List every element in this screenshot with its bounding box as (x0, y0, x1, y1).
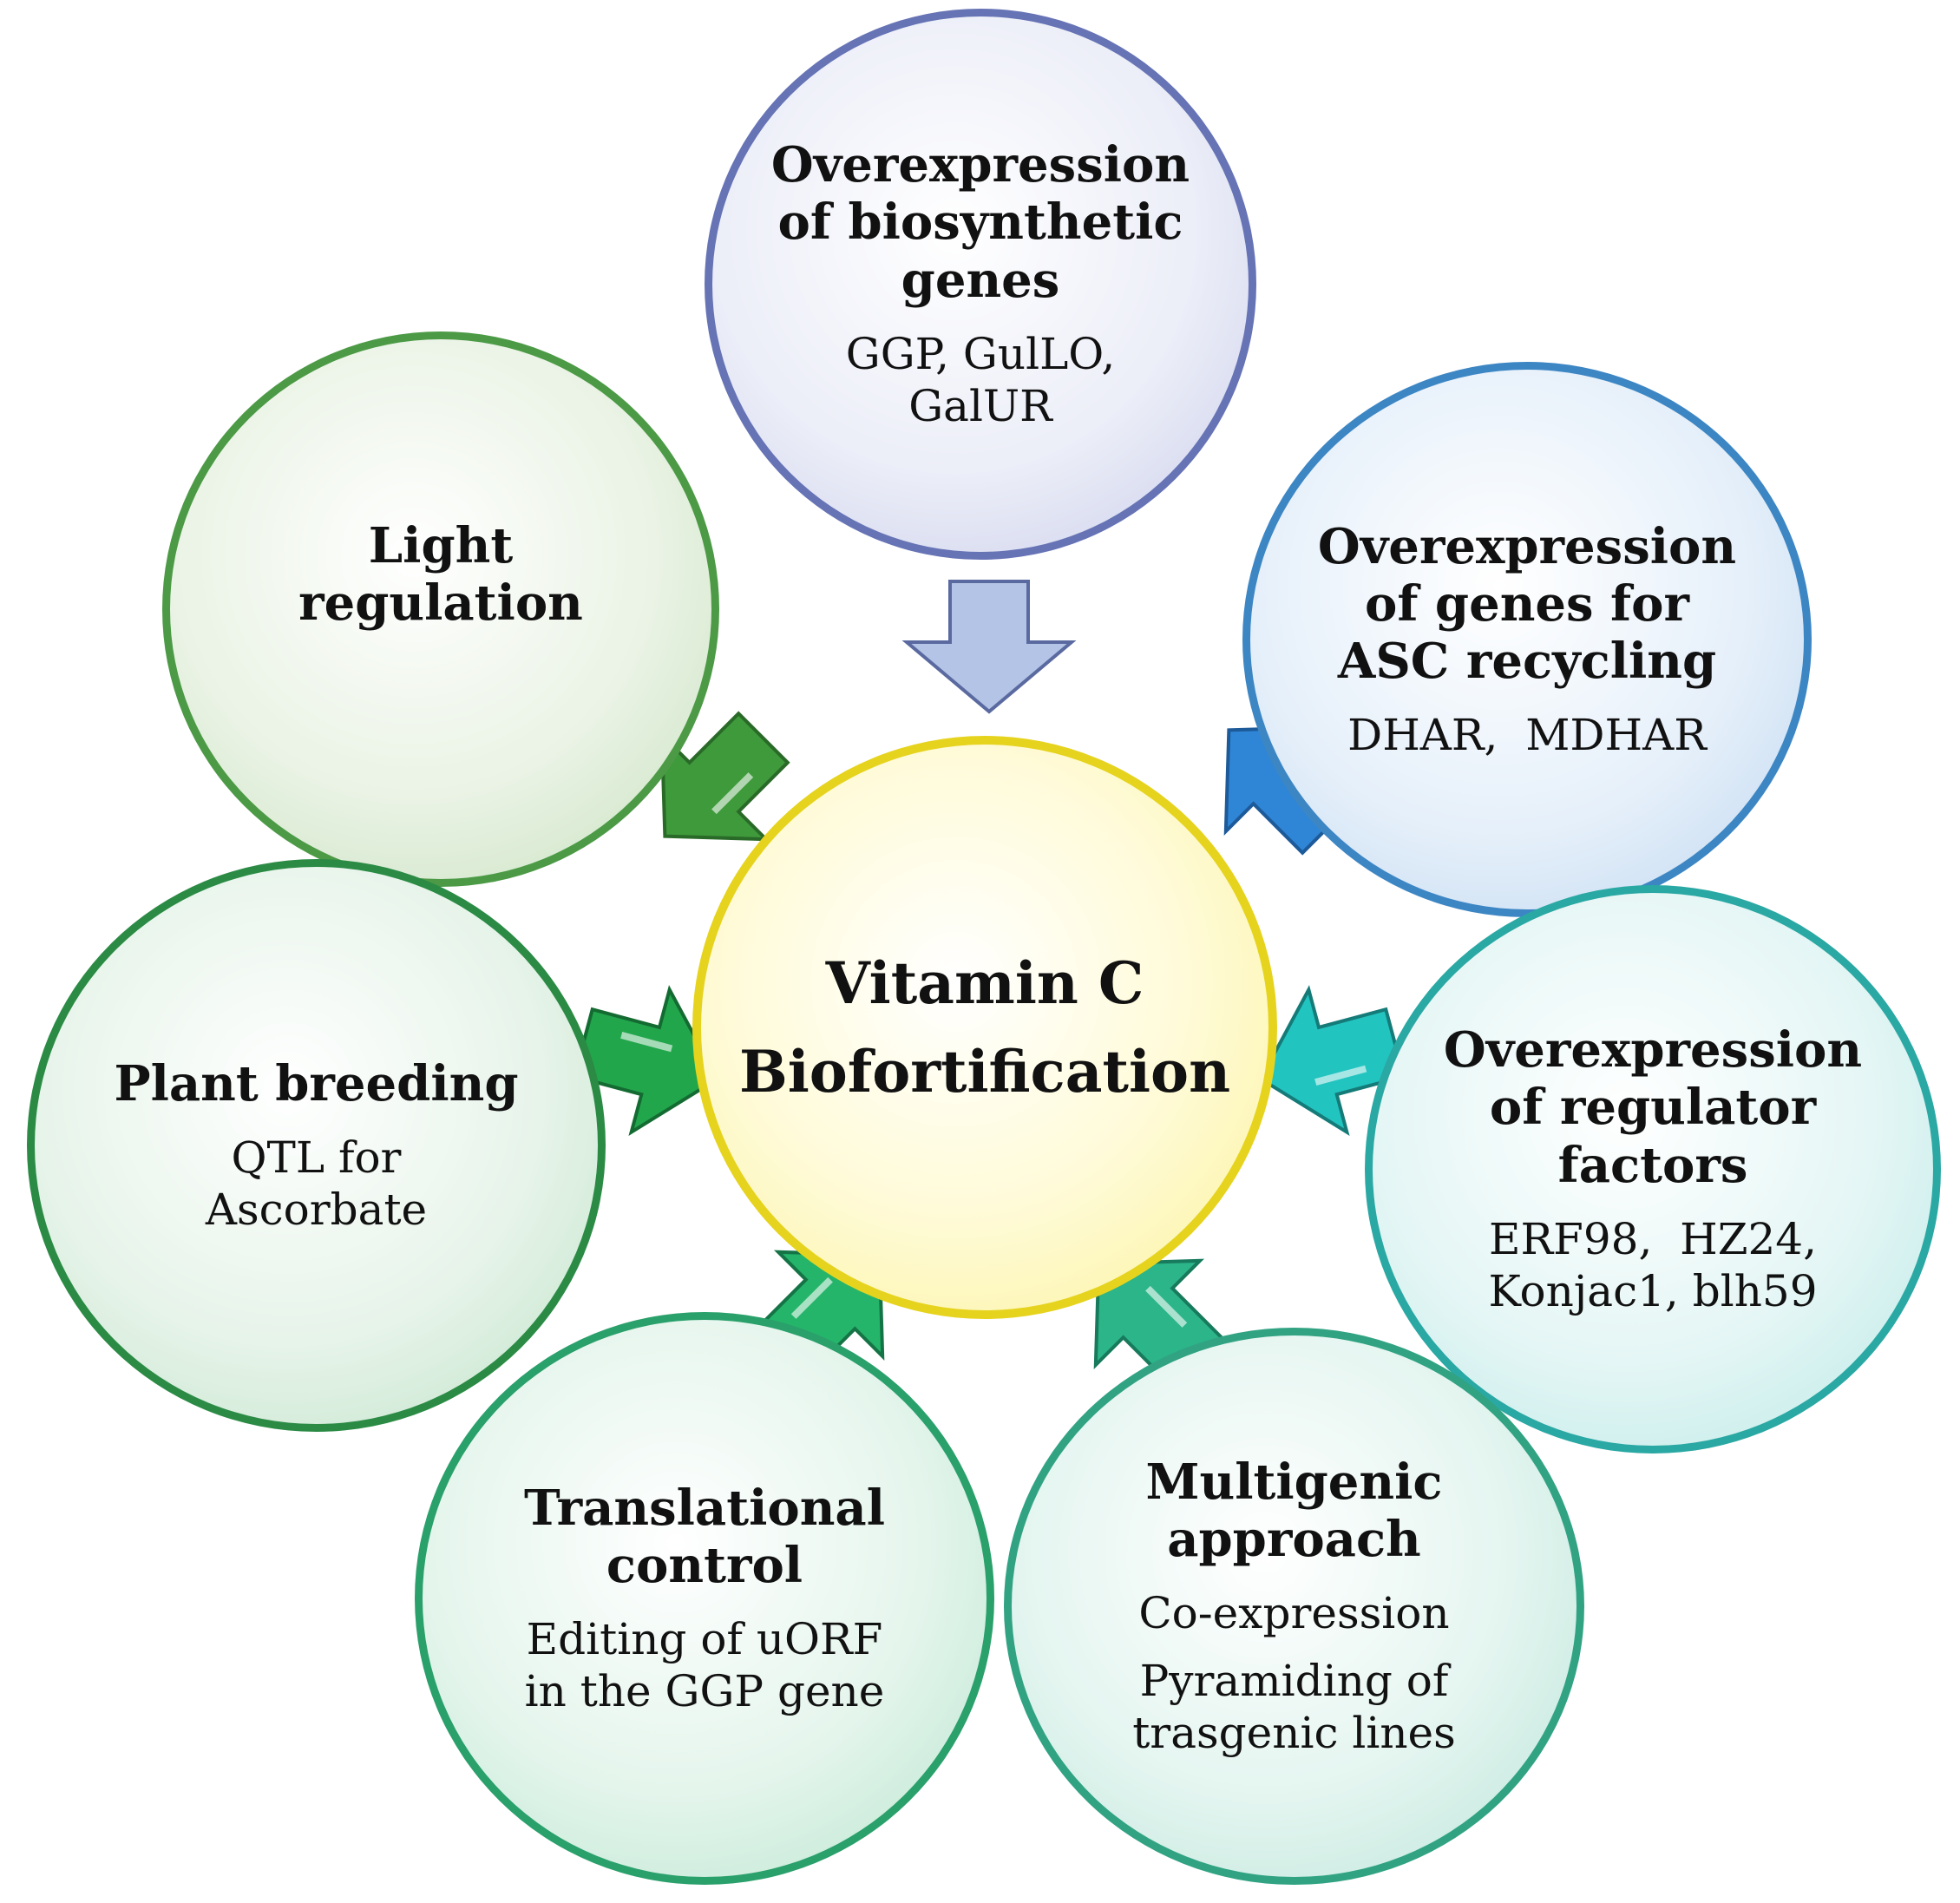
title-line: Plant breeding (114, 1054, 519, 1112)
arrow-shape (659, 711, 790, 842)
detail-line: GGP, GulLO, (845, 328, 1116, 379)
detail-line: ERF98, HZ24, (1488, 1213, 1817, 1264)
node-regulator-factors: Overexpression of regulator factors ERF9… (1365, 885, 1941, 1453)
detail-line: Konjac1, blh59 (1488, 1265, 1818, 1316)
title-line: factors (1557, 1136, 1748, 1194)
node-asc-recycling: Overexpression of genes for ASC recyclin… (1242, 362, 1812, 917)
node-plant-breeding: Plant breeding QTL for Ascorbate (27, 859, 606, 1432)
detail-line: Editing of uORF (526, 1614, 883, 1665)
arrow-shape (901, 580, 1077, 714)
arrow-shape (1258, 985, 1406, 1137)
node-detail: Co-expression (1138, 1587, 1449, 1639)
title-line: of biosynthetic (777, 194, 1183, 252)
detail-line: Pyramiding of (1139, 1656, 1449, 1707)
node-title: Overexpression of regulator factors (1444, 1021, 1862, 1193)
detail-line: QTL for (231, 1132, 402, 1184)
detail-line: Ascorbate (205, 1184, 428, 1236)
detail-line: Co-expression (1138, 1588, 1450, 1639)
detail-line: trasgenic lines (1132, 1708, 1456, 1759)
node-title: Light regulation (298, 517, 583, 632)
node-detail: DHAR, MDHAR (1347, 709, 1707, 761)
center-title-line: Vitamin C (825, 948, 1144, 1017)
title-line: control (606, 1537, 803, 1594)
node-title: Multigenic approach (1146, 1453, 1443, 1568)
title-line: genes (901, 251, 1060, 309)
node-detail: GGP, GulLO, GalUR (846, 328, 1115, 432)
title-line: Light (368, 516, 514, 574)
title-line: approach (1167, 1511, 1421, 1568)
title-line: Overexpression (770, 136, 1190, 194)
node-detail: QTL for Ascorbate (206, 1132, 427, 1236)
title-line: Multigenic (1145, 1453, 1443, 1511)
node-title: Plant breeding (115, 1055, 519, 1112)
node-detail-2: Pyramiding of trasgenic lines (1132, 1655, 1456, 1759)
node-multigenic-approach: Multigenic approach Co-expression Pyrami… (1004, 1328, 1584, 1885)
title-line: Overexpression (1317, 517, 1737, 575)
title-line: Overexpression (1443, 1021, 1863, 1079)
node-translational-control: Translational control Editing of uORF in… (415, 1312, 994, 1885)
node-title: Overexpression of genes for ASC recyclin… (1318, 518, 1736, 690)
detail-line: DHAR, MDHAR (1347, 710, 1707, 761)
arrow-light (659, 711, 790, 842)
title-line: of regulator (1489, 1079, 1817, 1137)
detail-line: GalUR (908, 380, 1052, 431)
node-title: Translational control (524, 1480, 885, 1594)
center-title: Vitamin C Biofortification (739, 939, 1230, 1117)
detail-line: in the GGP gene (524, 1666, 885, 1717)
arrow-biosynthetic (901, 580, 1077, 714)
title-line: of genes for (1364, 574, 1690, 633)
node-biosynthetic-genes: Overexpression of biosynthetic genes GGP… (705, 9, 1256, 560)
center-title-line: Biofortification (738, 1038, 1231, 1106)
arrow-regulator (1258, 985, 1406, 1137)
node-light-regulation: Light regulation (162, 331, 719, 887)
node-detail: Editing of uORF in the GGP gene (525, 1613, 885, 1717)
node-detail: ERF98, HZ24, Konjac1, blh59 (1488, 1213, 1817, 1317)
node-title: Overexpression of biosynthetic genes (771, 136, 1190, 308)
title-line: ASC recycling (1337, 633, 1717, 691)
node-vitamin-c-biofortification: Vitamin C Biofortification (692, 736, 1277, 1319)
title-line: regulation (298, 574, 583, 632)
title-line: Translational (524, 1479, 885, 1537)
